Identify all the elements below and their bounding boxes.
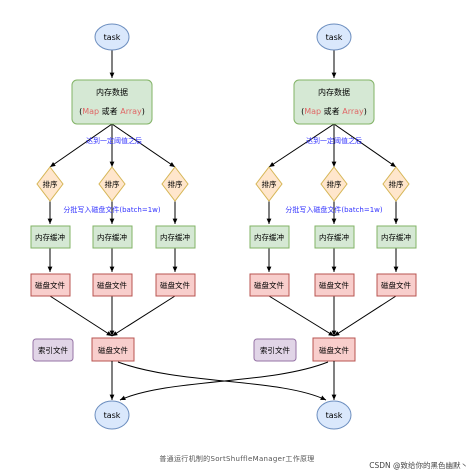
memory-buffer-label: 内存缓冲	[97, 232, 127, 242]
disk-file-label: 磁盘文件	[381, 280, 411, 290]
memory-buffer-right-2	[314, 225, 355, 249]
disk-file-label: 磁盘文件	[97, 280, 127, 290]
disk-file-right-2	[314, 273, 355, 297]
sort-diamond-right-1	[255, 166, 283, 202]
sort-label: 排序	[327, 179, 342, 189]
figure-caption: 普通运行机制的SortShuffleManager工作原理	[159, 455, 315, 463]
merged-disk-file-label: 磁盘文件	[319, 345, 349, 355]
sort-diamond-left-3	[161, 166, 189, 202]
disk-file-label: 磁盘文件	[160, 280, 190, 290]
memory-buffer-left-3	[155, 225, 196, 249]
disk-file-left-1	[30, 273, 71, 297]
task-node-top-left	[94, 23, 130, 51]
disk-file-label: 磁盘文件	[35, 280, 65, 290]
memory-data-types: (Map 或者 Array)	[301, 106, 367, 116]
memory-buffer-right-3	[376, 225, 417, 249]
memory-buffer-left-2	[92, 225, 133, 249]
memory-buffer-label: 内存缓冲	[381, 232, 411, 242]
threshold-label: 达到一定阈值之后	[86, 136, 142, 145]
index-file-label: 索引文件	[38, 345, 68, 355]
right-module: task 内存数据 (Map 或者 Array) 达到一定阈值之后 排序 排序 …	[249, 23, 417, 362]
csdn-watermark: CSDN @致给你的黑色幽默丶	[369, 461, 468, 470]
task-label: task	[104, 411, 121, 420]
sort-label: 排序	[389, 179, 404, 189]
merged-disk-file-left	[91, 337, 135, 362]
disk-file-right-1	[249, 273, 290, 297]
memory-data-types: (Map 或者 Array)	[79, 106, 145, 116]
disk-file-label: 磁盘文件	[319, 280, 349, 290]
memory-buffer-left-1	[30, 225, 71, 249]
index-file-label: 索引文件	[260, 345, 290, 355]
task-node-top-right	[316, 23, 352, 51]
sort-diamond-right-2	[320, 166, 348, 202]
memory-data-box-right	[293, 79, 375, 125]
memory-buffer-label: 内存缓冲	[254, 232, 284, 242]
index-file-left	[32, 338, 74, 362]
memory-data-title: 内存数据	[318, 87, 350, 97]
memory-buffer-label: 内存缓冲	[319, 232, 349, 242]
disk-file-right-3	[376, 273, 417, 297]
sort-label: 排序	[168, 179, 183, 189]
batch-write-label: 分批写入磁盘文件(batch=1w)	[285, 205, 383, 214]
task-node-bottom-right	[316, 400, 352, 430]
memory-buffer-label: 内存缓冲	[160, 232, 190, 242]
task-label: task	[326, 33, 343, 42]
batch-write-label: 分批写入磁盘文件(batch=1w)	[63, 205, 161, 214]
sort-label: 排序	[43, 179, 58, 189]
sort-label: 排序	[105, 179, 120, 189]
sort-label: 排序	[262, 179, 277, 189]
disk-file-left-2	[92, 273, 133, 297]
left-module: task 内存数据 (Map 或者 Array) 达到一定阈值之后 排序 排序 …	[30, 23, 196, 362]
sort-diamond-left-2	[98, 166, 126, 202]
memory-data-box-left	[71, 79, 153, 125]
disk-file-label: 磁盘文件	[254, 280, 284, 290]
task-label: task	[326, 411, 343, 420]
index-file-right	[253, 338, 297, 362]
disk-file-left-3	[155, 273, 196, 297]
sort-diamond-right-3	[382, 166, 410, 202]
cross-edges	[109, 361, 337, 401]
memory-data-title: 内存数据	[96, 87, 128, 97]
threshold-label: 达到一定阈值之后	[306, 136, 362, 145]
task-label: task	[104, 33, 121, 42]
sort-diamond-left-1	[36, 166, 64, 202]
memory-buffer-label: 内存缓冲	[35, 232, 65, 242]
merged-disk-file-label: 磁盘文件	[98, 345, 128, 355]
memory-buffer-right-1	[249, 225, 290, 249]
task-node-bottom-left	[94, 400, 130, 430]
